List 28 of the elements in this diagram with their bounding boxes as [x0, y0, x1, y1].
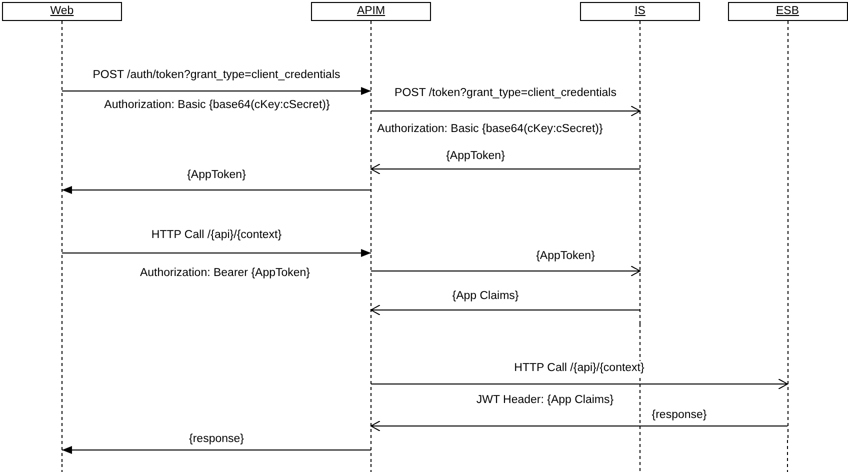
participant-box: IS [580, 2, 700, 21]
edge-label: {response} [187, 432, 246, 446]
participant-box: Web [2, 2, 122, 21]
edge-label: {AppToken} [185, 168, 248, 182]
edge-label: {response} [650, 408, 709, 422]
message-note: Authorization: Basic {base64(cKey:cSecret)} [375, 122, 605, 136]
message-note: JWT Header: {App Claims} [474, 393, 616, 407]
message-note: Authorization: Bearer {AppToken} [138, 266, 312, 280]
edge-label: {App Claims} [450, 289, 521, 303]
message-arrow [370, 106, 640, 116]
participant-box: ESB [728, 2, 848, 21]
message-note: Authorization: Basic {base64(cKey:cSecret)} [102, 98, 332, 112]
participant-box: APIM [311, 2, 431, 21]
edge-label: {AppToken} [534, 249, 597, 263]
message-arrow [370, 378, 788, 390]
edge-label: POST /auth/token?grant_type=client_credentials [90, 68, 342, 82]
message-arrow [370, 266, 640, 276]
message-arrow [370, 304, 640, 316]
edge-label: HTTP Call /{api}/{context} [512, 361, 646, 375]
message-arrow [370, 420, 788, 432]
message-arrow [62, 87, 372, 95]
edge-label: POST /token?grant_type=client_credentials [392, 86, 618, 100]
edge-label: {AppToken} [444, 149, 507, 163]
message-arrow [370, 164, 640, 174]
message-arrow [62, 186, 372, 194]
message-arrow [62, 249, 372, 257]
message-arrow [62, 446, 372, 454]
edge-label: HTTP Call /{api}/{context} [149, 228, 284, 242]
